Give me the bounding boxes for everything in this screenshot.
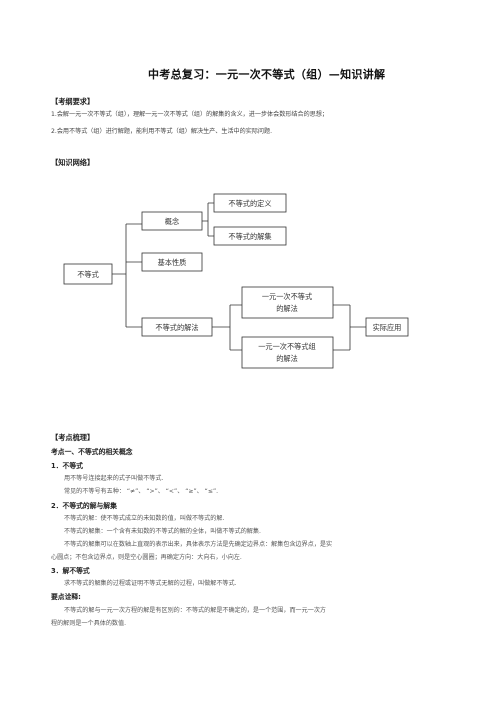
- box-solution-set: [213, 226, 287, 246]
- section-1-line-1: 用不等号连接起来的式子叫做不等式.: [64, 475, 164, 482]
- label-single-line-2: 的解法: [276, 304, 298, 313]
- label-system-line-1: 一元一次不等式组: [258, 342, 316, 351]
- section-3-title: 3．解不等式: [51, 567, 90, 575]
- note-line-2: 程的解则是一个具体的数值.: [51, 620, 127, 627]
- box-basic-property: [141, 252, 203, 272]
- section-1-title: 1．不等式: [51, 462, 83, 470]
- requirements-heading: 【考纲要求】: [51, 97, 95, 106]
- label-definition: 不等式的定义: [228, 199, 271, 208]
- connector-application: [333, 304, 366, 351]
- box-application: [365, 317, 409, 337]
- network-heading: 【知识网络】: [51, 158, 95, 167]
- label-concept: 概念: [165, 217, 179, 226]
- connector-concept: [202, 202, 214, 237]
- box-single-inequality: [241, 286, 334, 319]
- label-inequality: 不等式: [77, 270, 99, 279]
- point-1-heading: 考点一、不等式的相关概念: [51, 448, 133, 456]
- note-line-1: 不等式的解与一元一次方程的解是有区别的：不等式的解是不确定的，是一个范围，而一元…: [64, 607, 327, 614]
- section-1-line-2: 常见的不等号有五种： “≠”、 “>”、 “<”、 “≥”、 “≤”.: [64, 488, 219, 495]
- label-solution-set: 不等式的解集: [228, 232, 271, 241]
- box-inequality: [63, 263, 113, 285]
- label-single-line-1: 一元一次不等式: [262, 292, 312, 301]
- box-concept: [141, 211, 203, 231]
- connector-solving: [212, 304, 242, 351]
- label-application: 实际应用: [373, 323, 402, 332]
- box-solving: [141, 317, 213, 337]
- label-basic-property: 基本性质: [158, 258, 187, 267]
- requirement-line-2: 2.会用不等式（组）进行解题，能利用不等式（组）解决生产、生活中的实际问题.: [51, 128, 273, 135]
- section-2-line-1: 不等式的解：使不等式成立的未知数的值，叫做不等式的解.: [64, 515, 225, 522]
- box-inequality-system: [241, 336, 334, 369]
- section-2-line-3: 不等式的解集可以在数轴上直观的表示出来，具体表示方法是先确定边界点：解集包含边界…: [64, 541, 333, 548]
- label-system-line-2: 的解法: [276, 354, 298, 363]
- requirement-line-1: 1.会解一元一次不等式（组），理解一元一次不等式（组）的解集的含义，进一步体会数…: [51, 111, 328, 118]
- section-2-line-2: 不等式的解集：一个含有未知数的不等式的解的全体，叫做不等式的解集.: [64, 528, 261, 535]
- label-solving: 不等式的解法: [155, 323, 198, 332]
- page-title: 中考总复习：一元一次不等式（组）—知识讲解: [148, 68, 386, 81]
- section-2-line-4: 心圆点；不包含边界点，则是空心圆圈；再确定方向：大向右，小向左.: [51, 554, 242, 561]
- box-definition: [213, 193, 287, 213]
- section-2-title: 2．不等式的解与解集: [51, 502, 117, 510]
- note-title: 要点诠释:: [51, 593, 81, 601]
- points-heading: 【考点梳理】: [51, 433, 95, 442]
- section-3-line-1: 求不等式的解集的过程或证明不等式无解的过程，叫做解不等式.: [64, 580, 237, 587]
- connector-root-trunk: [112, 223, 142, 328]
